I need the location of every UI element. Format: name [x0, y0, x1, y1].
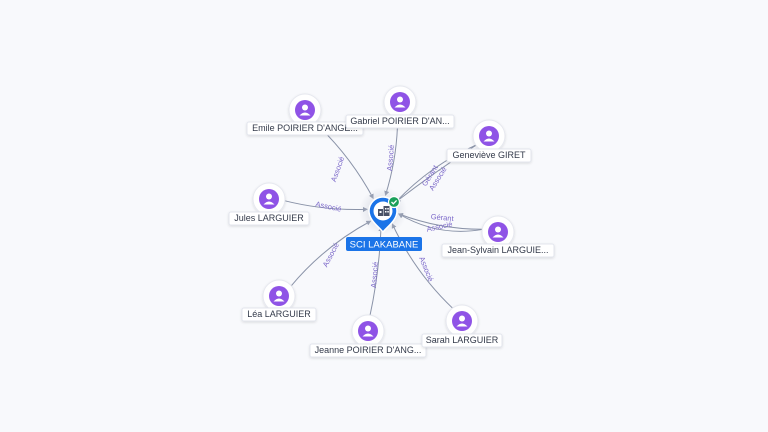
edge-label: Associé — [369, 261, 380, 288]
node-label: Jules LARGUIER — [234, 213, 304, 223]
center-company-node[interactable]: SCI LAKABANE — [346, 187, 422, 251]
person-node-jeansylvain[interactable]: Jean-Sylvain LARGUIE... — [441, 215, 555, 258]
edge-label: Associé — [417, 255, 435, 283]
person-node-jules[interactable]: Jules LARGUIER — [228, 182, 310, 226]
node-label-background — [309, 343, 427, 358]
person-icon — [295, 100, 315, 120]
person-icon — [358, 321, 378, 341]
edge-label: Associé — [315, 199, 343, 213]
check-badge-icon — [387, 195, 401, 209]
edge-label: Gérant — [430, 212, 455, 223]
node-label-background — [241, 307, 317, 322]
person-icon — [259, 189, 279, 209]
building-icon — [378, 206, 390, 216]
node-label-background — [441, 243, 555, 258]
person-icon — [479, 126, 499, 146]
person-icon — [269, 286, 289, 306]
person-icon — [452, 311, 472, 331]
nodes-layer: Emile POIRIER D'ANGE...Gabriel POIRIER D… — [228, 85, 555, 358]
edge-jeanne-0 — [369, 226, 384, 317]
node-label: Gabriel POIRIER D'AN... — [350, 116, 449, 126]
person-icon — [390, 92, 410, 112]
node-label-background — [446, 148, 532, 163]
node-label: Jeanne POIRIER D'ANG... — [315, 345, 422, 355]
edge-label: Associé — [385, 144, 396, 171]
edge-label: Associé — [329, 155, 346, 183]
center-label: SCI LAKABANE — [350, 240, 419, 251]
edge-sarah-0 — [391, 223, 454, 310]
node-label: Léa LARGUIER — [247, 309, 311, 319]
center-label-background — [346, 237, 422, 251]
person-icon — [488, 222, 508, 242]
edge-jules-0 — [283, 200, 368, 212]
node-label: Sarah LARGUIER — [426, 335, 499, 345]
person-node-gabriel[interactable]: Gabriel POIRIER D'AN... — [345, 85, 455, 129]
person-node-jeanne[interactable]: Jeanne POIRIER D'ANG... — [309, 314, 427, 358]
node-label: Emile POIRIER D'ANGE... — [252, 123, 358, 133]
node-label: Jean-Sylvain LARGUIE... — [447, 245, 548, 255]
person-node-sarah[interactable]: Sarah LARGUIER — [421, 304, 503, 348]
node-label: Geneviève GIRET — [452, 150, 526, 160]
person-node-lea[interactable]: Léa LARGUIER — [241, 279, 317, 322]
edge-jeansylvain-0 — [397, 213, 484, 230]
node-label-background — [421, 333, 503, 348]
edge-jeansylvain-1 — [398, 213, 484, 232]
person-node-emile[interactable]: Emile POIRIER D'ANGE... — [246, 93, 364, 136]
edge-label: Associé — [426, 219, 454, 233]
edge-lea-0 — [290, 220, 372, 287]
node-label-background — [228, 211, 310, 226]
node-label-background — [345, 114, 455, 129]
person-node-genevieve[interactable]: Geneviève GIRET — [446, 119, 532, 163]
edge-label: Associé — [321, 241, 341, 268]
